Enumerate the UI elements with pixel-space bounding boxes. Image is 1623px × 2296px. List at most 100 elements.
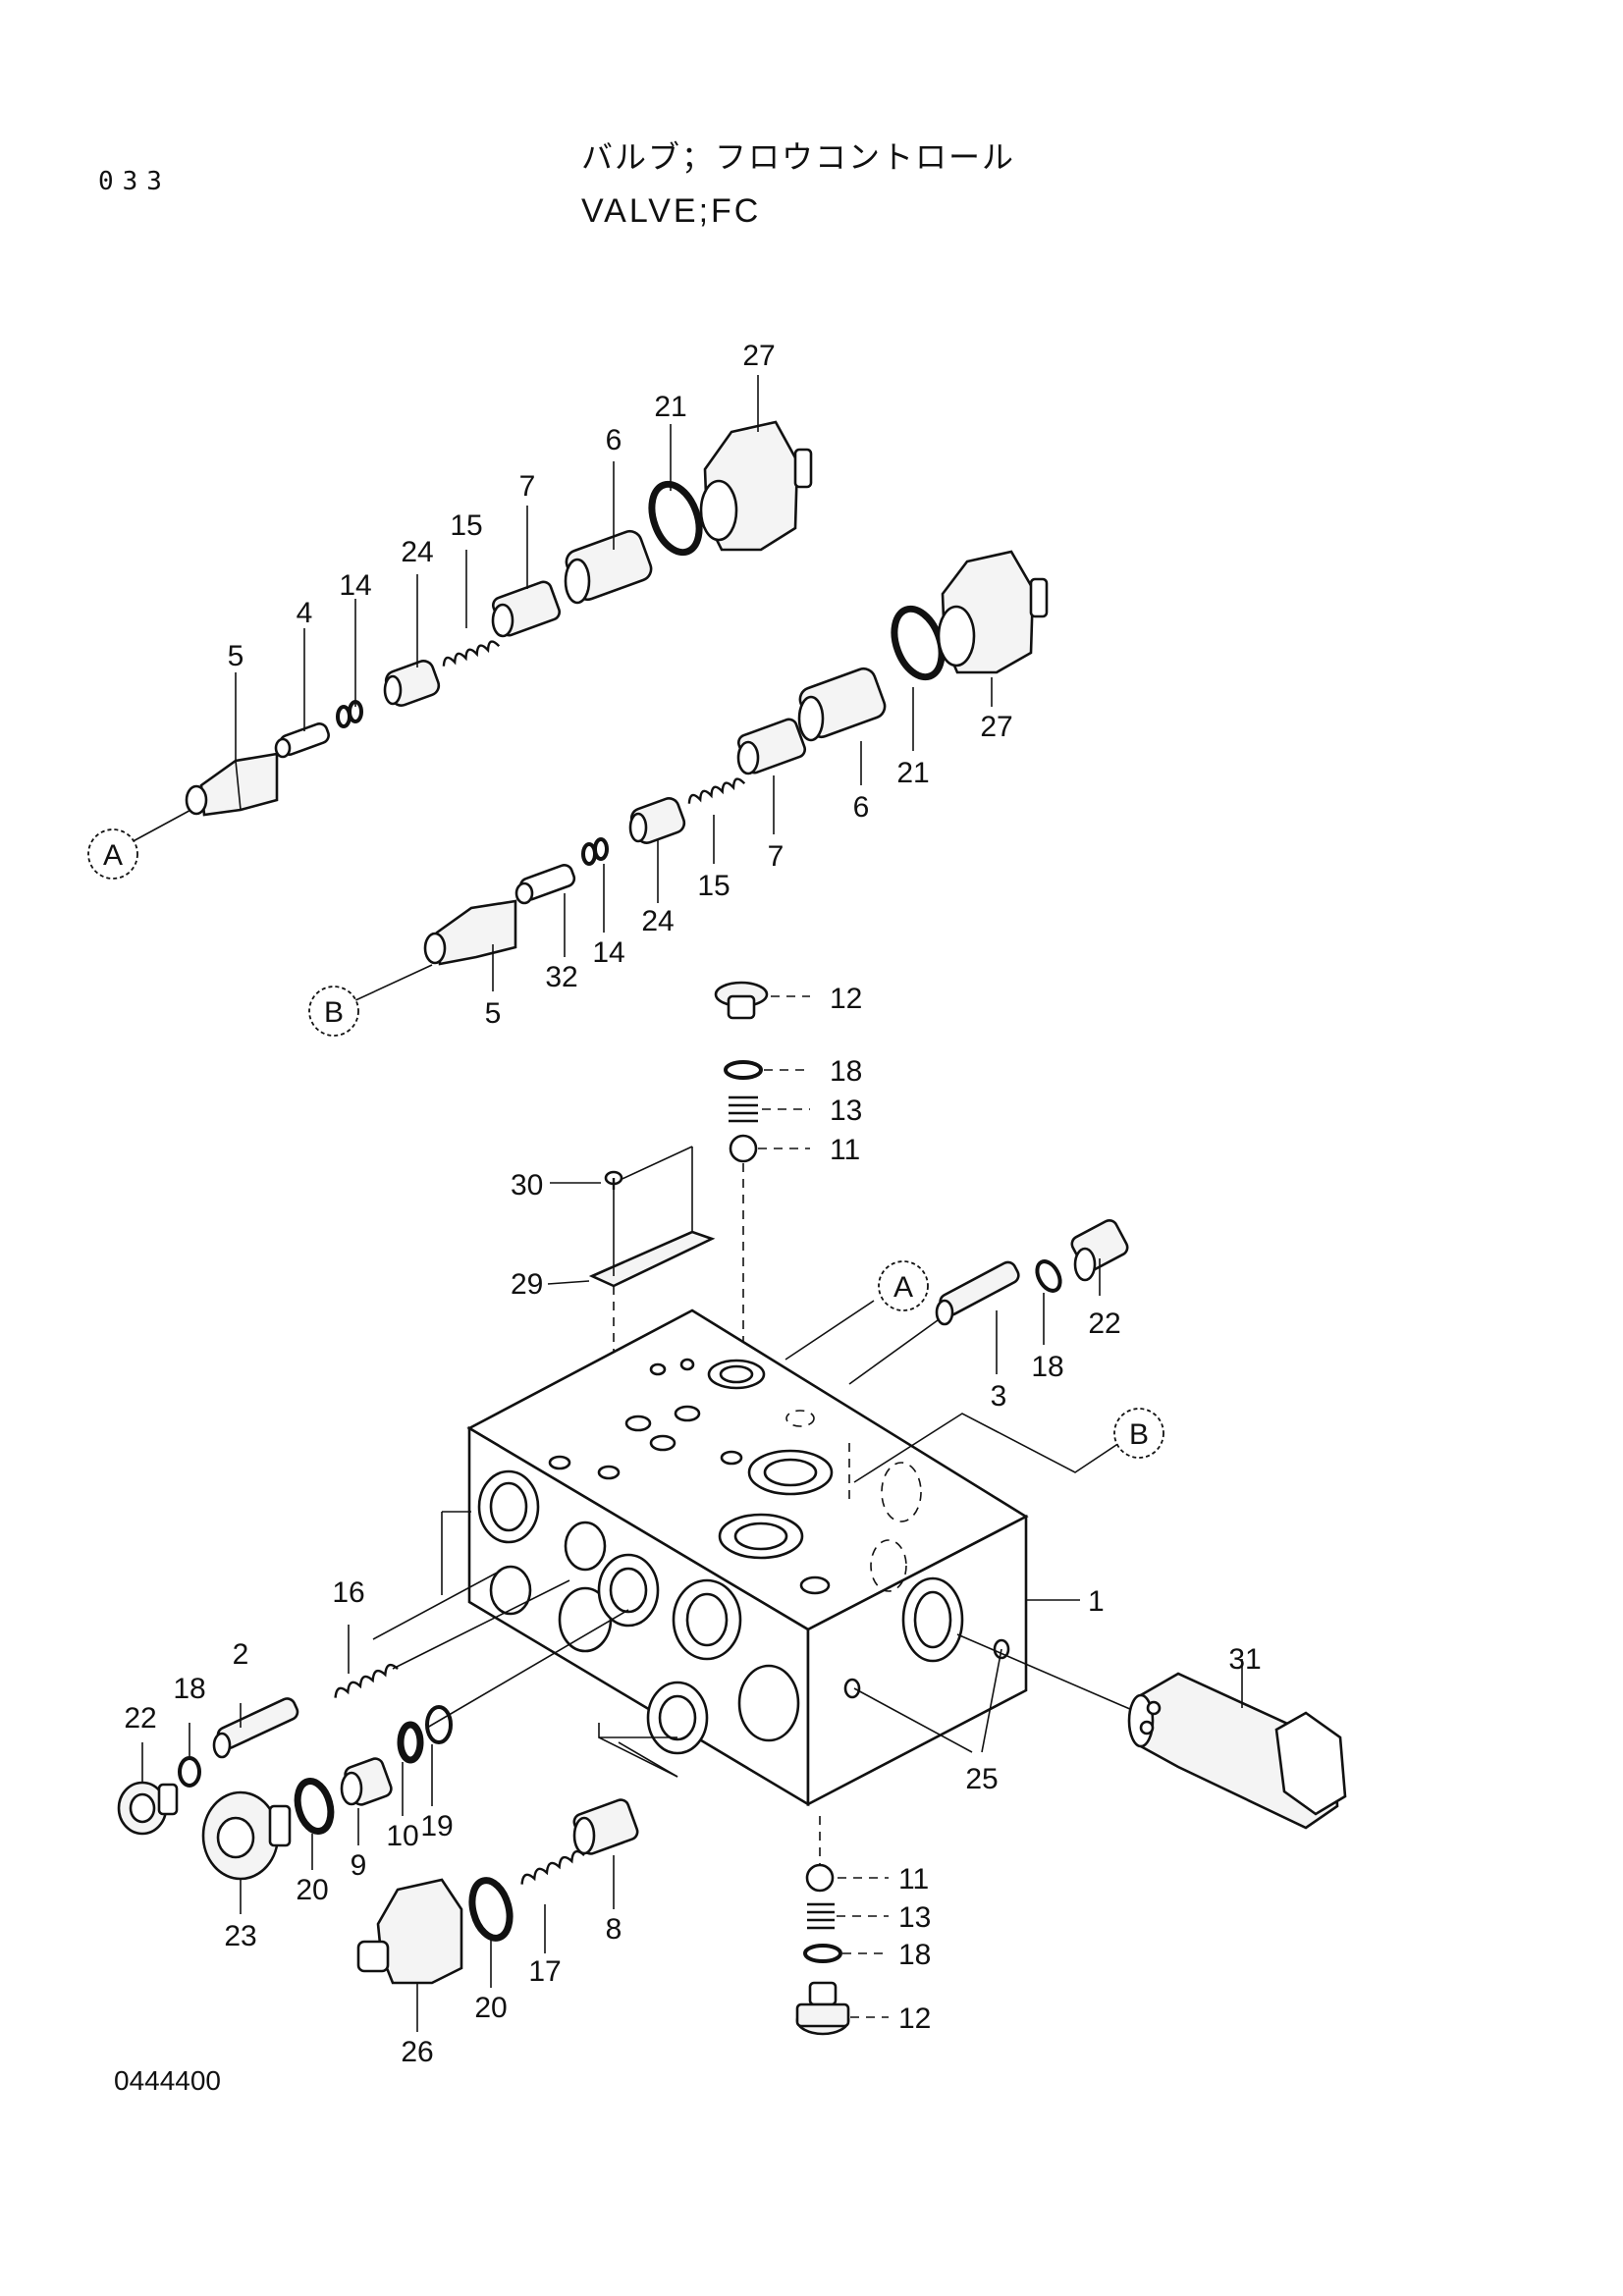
ref-leaders	[784, 1219, 1135, 1502]
callout-15: 15	[697, 870, 730, 902]
assembly-b	[352, 550, 1049, 1002]
part-21-oring-a	[648, 480, 703, 557]
assembly-a	[127, 420, 813, 845]
part-12-plug-top	[714, 981, 769, 1020]
part-20-oring-a	[294, 1778, 335, 1835]
callout-12: 12	[830, 983, 862, 1015]
part-12-plug-bottom	[795, 1981, 850, 2036]
valve-body-1	[466, 1308, 1080, 1807]
part-19-ring	[425, 1705, 453, 1744]
part-18-oring-side	[1035, 1259, 1062, 1293]
part-5-plug-a	[185, 752, 279, 817]
part-6-spool-b	[797, 667, 887, 742]
callout-13: 13	[830, 1095, 862, 1127]
callout-4: 4	[297, 597, 313, 629]
part-27-plug-b	[937, 550, 1049, 674]
callout-19: 19	[420, 1810, 453, 1842]
part-7-sleeve-a	[491, 580, 562, 638]
part-14-rings-a	[336, 700, 363, 728]
top-check-stack	[714, 981, 810, 1364]
callout-20: 20	[296, 1874, 328, 1906]
part-26-plug	[356, 1878, 463, 1985]
callout-24: 24	[401, 536, 433, 568]
part-18-oring-left	[178, 1756, 201, 1788]
callout-22: 22	[124, 1702, 156, 1735]
part-5-plug-b	[423, 899, 517, 966]
part-17-spring	[520, 1849, 585, 1885]
callout-21: 21	[896, 757, 929, 789]
part-15-spring-b	[687, 777, 746, 804]
callout-5: 5	[228, 640, 244, 672]
callout-30: 30	[511, 1169, 543, 1201]
callout-22: 22	[1088, 1308, 1120, 1340]
part-20-oring-b	[468, 1877, 514, 1942]
callout-32: 32	[545, 961, 577, 993]
callout-2: 2	[233, 1638, 249, 1671]
callout-9: 9	[351, 1849, 367, 1882]
callout-5: 5	[485, 997, 502, 1030]
callout-24: 24	[641, 905, 674, 937]
bottom-check-stack	[795, 1816, 889, 2036]
callout-18: 18	[898, 1939, 931, 1971]
callout-6: 6	[853, 791, 870, 824]
part-23-plug	[201, 1790, 292, 1881]
leader-line	[352, 964, 433, 1002]
ref-circle-a-body: A	[878, 1260, 929, 1311]
part-6-spool-a	[564, 529, 653, 605]
part-11-ball-bottom	[805, 1863, 835, 1893]
callout-10: 10	[386, 1820, 418, 1852]
nameplate-29	[588, 1146, 716, 1288]
ref-label-b: B	[324, 996, 344, 1029]
callout-12: 12	[898, 2002, 931, 2035]
ref-label-a: A	[893, 1271, 913, 1304]
callout-25: 25	[965, 1763, 998, 1795]
callout-21: 21	[654, 391, 686, 423]
title-english: VALVE;FC	[581, 192, 762, 230]
callout-15: 15	[450, 509, 482, 542]
part-13-spring-bottom	[807, 1902, 835, 1930]
drawing-id: 0444400	[114, 2065, 222, 2096]
left-lower-assembly	[117, 1511, 678, 1985]
callout-27: 27	[742, 340, 775, 372]
part-22-plug-left	[117, 1781, 179, 1836]
ref-label-a: A	[103, 839, 123, 872]
callout-27: 27	[980, 711, 1012, 743]
callout-3: 3	[991, 1380, 1007, 1413]
part-4-poppet	[274, 722, 330, 759]
callout-23: 23	[224, 1920, 256, 1952]
part-8-sleeve	[572, 1798, 639, 1855]
part-15-spring-a	[442, 640, 501, 667]
page-number: 033	[98, 167, 171, 196]
callout-31: 31	[1228, 1643, 1261, 1676]
callout-11: 11	[830, 1134, 860, 1166]
part-9-piston	[340, 1757, 393, 1806]
part-14-rings-b	[581, 837, 609, 866]
part-32-poppet	[514, 864, 576, 905]
part-24-seat-b	[628, 797, 686, 844]
callout-7: 7	[768, 840, 784, 873]
callout-20: 20	[474, 1992, 507, 2024]
ref-circle-a-top: A	[87, 828, 138, 880]
part-2-spool	[212, 1697, 299, 1759]
callout-29: 29	[511, 1268, 543, 1301]
callout-14: 14	[339, 569, 371, 602]
callout-14: 14	[592, 936, 624, 969]
part-16-spring	[334, 1663, 399, 1698]
callout-6: 6	[606, 424, 622, 456]
callout-18: 18	[1031, 1351, 1063, 1383]
part-3-shaft	[935, 1260, 1020, 1326]
callout-11: 11	[898, 1863, 929, 1896]
part-24-seat-a	[383, 660, 441, 707]
part-27-plug-a	[699, 420, 813, 552]
callout-1: 1	[1088, 1585, 1105, 1618]
part-22-plug-side	[1070, 1219, 1129, 1282]
part-10-ring	[397, 1721, 424, 1764]
ref-circle-b-top: B	[308, 986, 359, 1037]
callout-7: 7	[519, 470, 536, 503]
callout-8: 8	[606, 1913, 622, 1946]
part-18-oring-bottom	[803, 1944, 842, 1963]
callout-26: 26	[401, 2036, 433, 2068]
part-11-ball-top	[729, 1134, 758, 1163]
callout-16: 16	[332, 1576, 364, 1609]
